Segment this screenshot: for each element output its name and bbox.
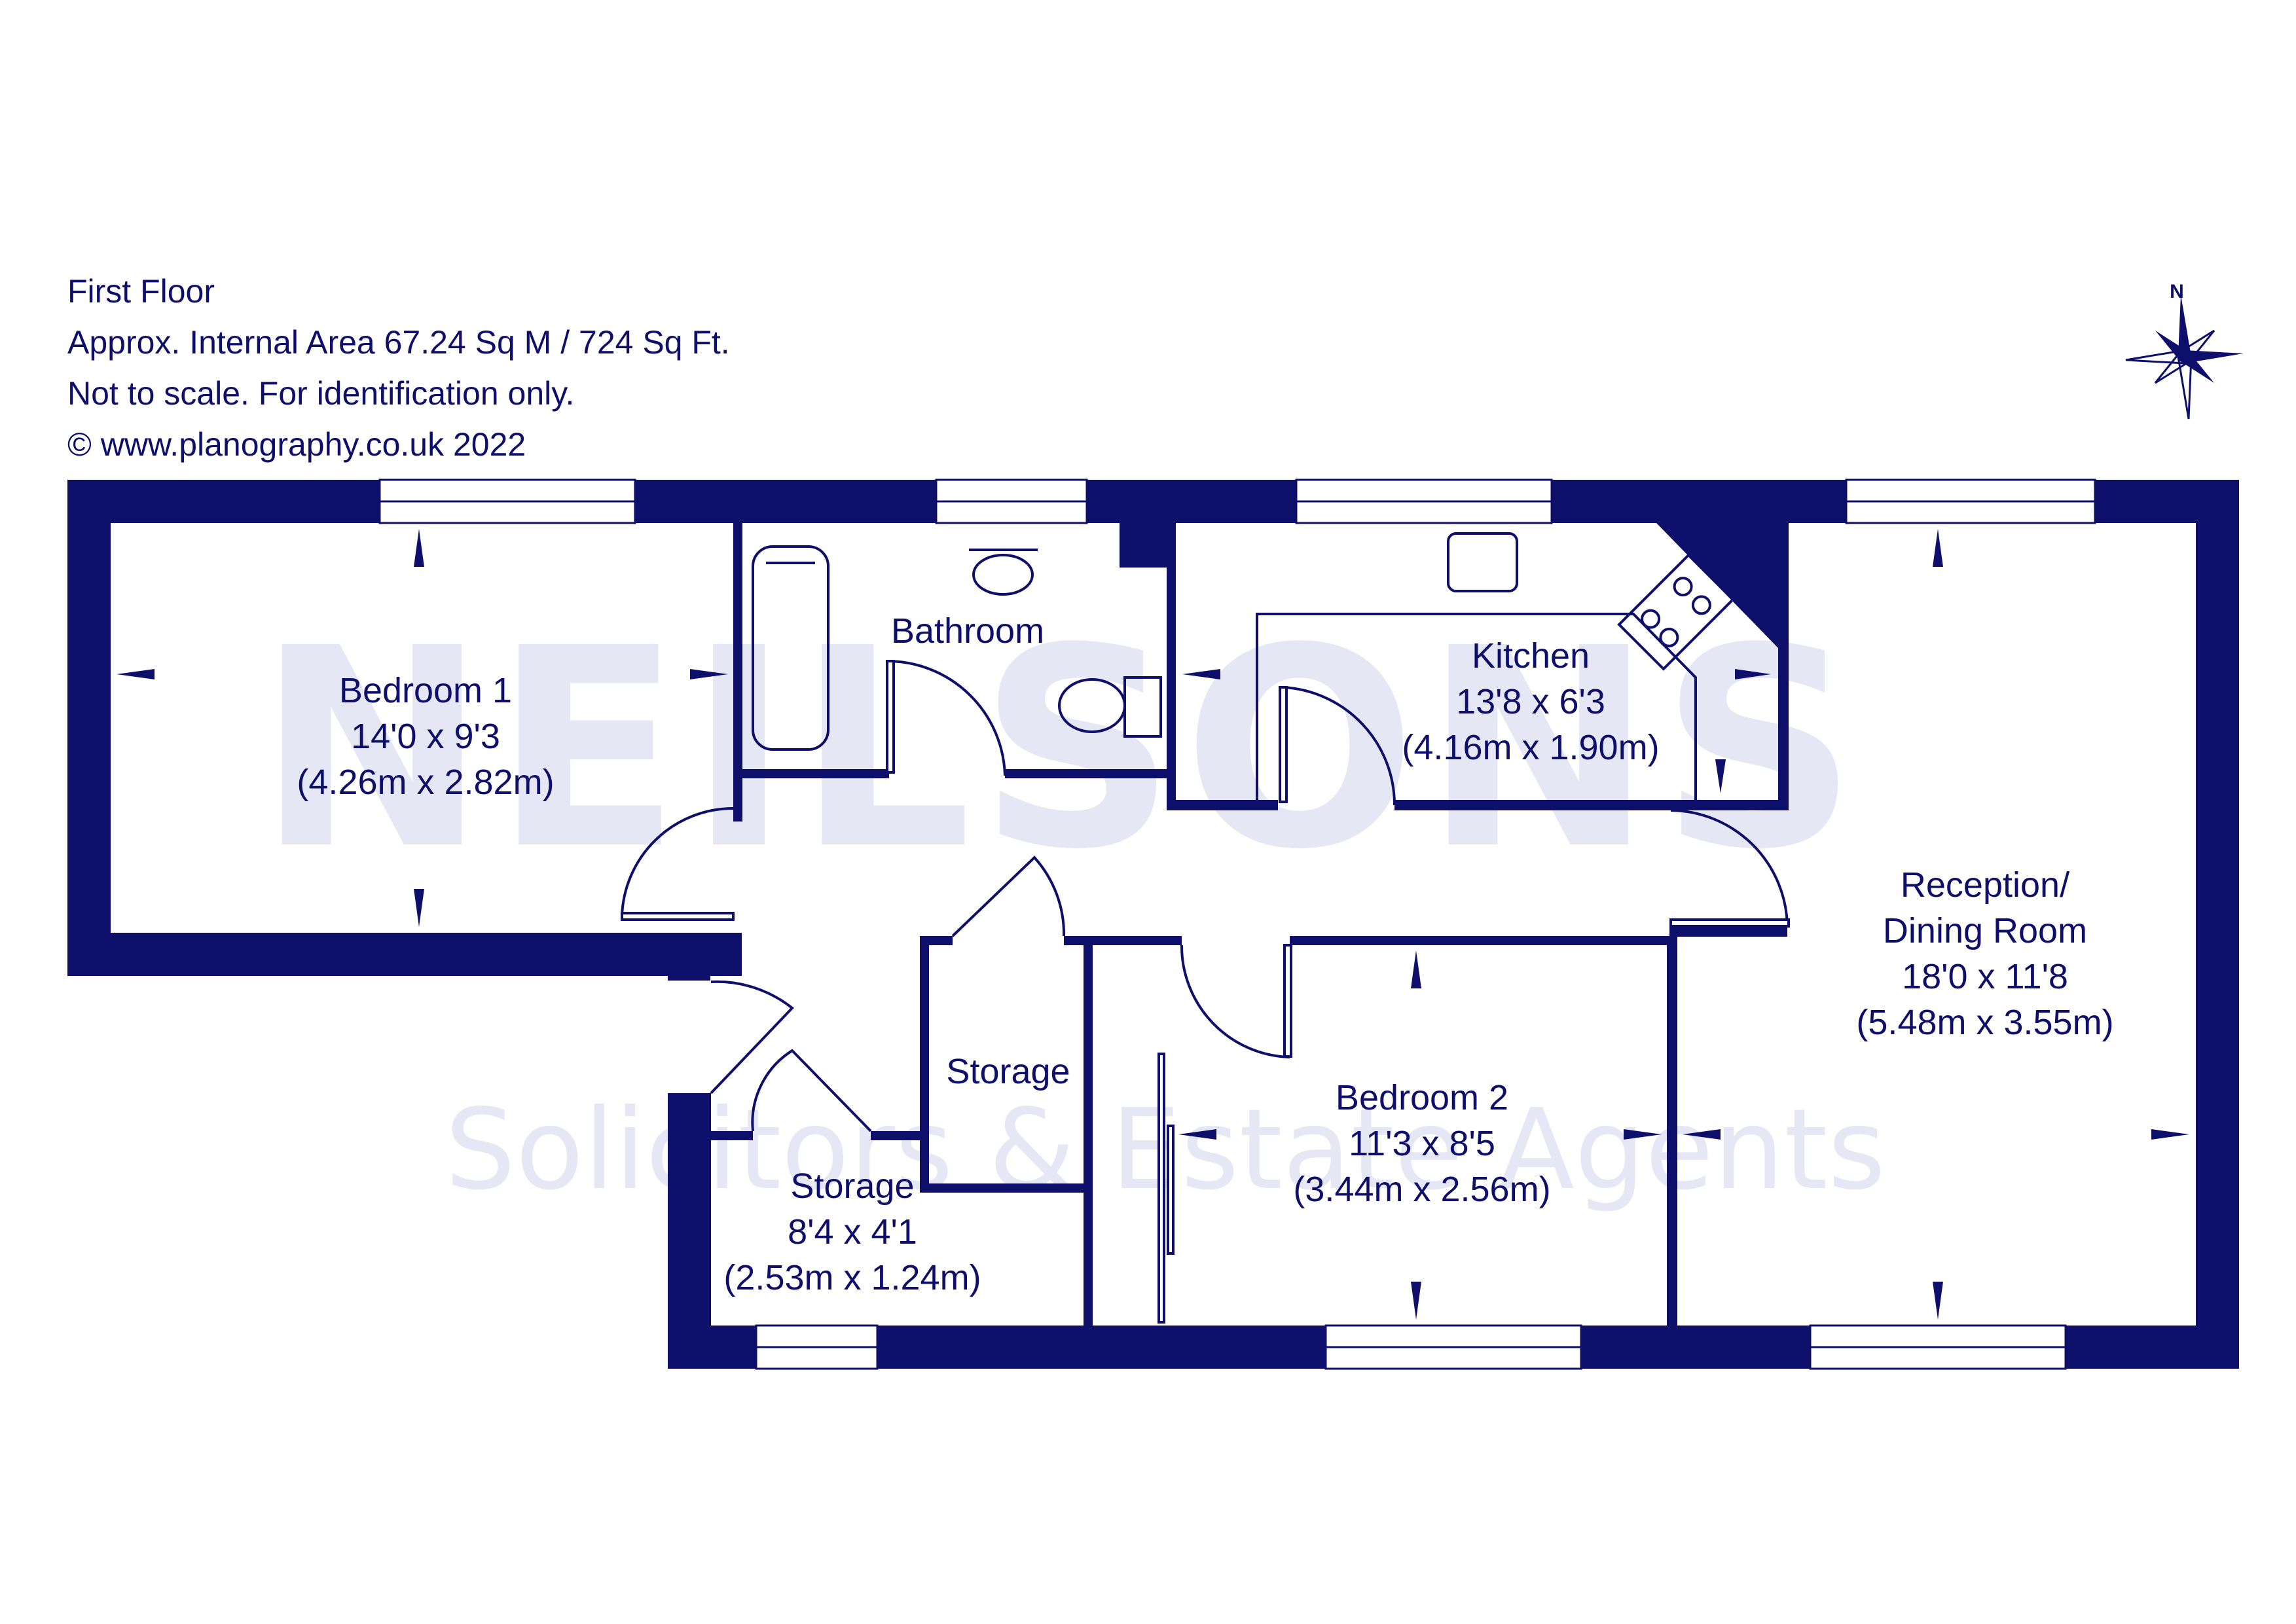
sink-icon: [972, 554, 1034, 596]
room-bedroom-2: Bedroom 2 11'3 x 8'5 (3.44m x 2.56m): [1293, 1078, 1550, 1209]
door-leaf: [886, 660, 895, 774]
fixtures: [752, 532, 1735, 800]
door-leaf: [1283, 944, 1292, 1058]
room-metric: (5.48m x 3.55m): [1856, 1003, 2113, 1042]
room-name: Kitchen: [1472, 636, 1590, 676]
room-kitchen: Kitchen 13'8 x 6'3 (4.16m x 1.90m): [1402, 636, 1659, 767]
room-name: Storage: [790, 1166, 914, 1206]
room-name: Bedroom 1: [339, 671, 512, 710]
room-metric: (4.26m x 2.82m): [297, 763, 554, 802]
disclaimer-label: Not to scale. For identification only.: [67, 375, 574, 412]
room-imperial: 11'3 x 8'5: [1349, 1124, 1495, 1163]
room-metric: (3.44m x 2.56m): [1293, 1170, 1550, 1209]
door-swing: [710, 980, 794, 1094]
floor-label: First Floor: [67, 273, 215, 310]
room-bedroom-1: Bedroom 1 14'0 x 9'3 (4.26m x 2.82m): [297, 671, 554, 802]
compass-rose-icon: N: [2125, 281, 2244, 420]
dimension-arrows: [117, 529, 2189, 1320]
door-swing: [1670, 809, 1789, 927]
room-imperial: 8'4 x 4'1: [788, 1212, 917, 1252]
door-swing: [621, 807, 734, 917]
room-metric: (2.53m x 1.24m): [723, 1258, 981, 1297]
kitchen-sink-icon: [1447, 532, 1518, 592]
room-imperial: 18'0 x 11'8: [1902, 957, 2068, 996]
door-leaf: [621, 912, 735, 921]
room-metric: (4.16m x 1.90m): [1402, 728, 1659, 767]
worktop: [1256, 613, 1697, 800]
wardrobe-door: [1167, 1125, 1175, 1255]
room-name: Bathroom: [891, 611, 1044, 651]
room-bathroom: Bathroom: [891, 611, 1044, 651]
room-name: Reception/: [1901, 865, 2069, 905]
door-swing: [1283, 686, 1396, 806]
copyright-label: © www.planography.co.uk 2022: [67, 426, 526, 463]
room-imperial: 14'0 x 9'3: [351, 717, 500, 756]
room-name: Bedroom 2: [1336, 1078, 1508, 1117]
hob-icon: [1617, 553, 1735, 671]
room-storage: Storage 8'4 x 4'1 (2.53m x 1.24m): [723, 1166, 981, 1297]
room-imperial: 13'8 x 6'3: [1456, 682, 1605, 721]
door-leaf: [1669, 918, 1790, 928]
room-storage-small: Storage: [946, 1052, 1070, 1091]
window-sills: [380, 500, 2095, 1348]
door-leaf: [1279, 686, 1288, 803]
plan-header: First Floor Approx. Internal Area 67.24 …: [67, 273, 730, 463]
room-name-line2: Dining Room: [1883, 911, 2087, 950]
doors: [621, 660, 1790, 1324]
door-swing: [751, 1049, 872, 1132]
north-label: N: [2170, 281, 2184, 302]
room-reception: Reception/ Dining Room 18'0 x 11'8 (5.48…: [1856, 865, 2113, 1042]
bathtub-icon: [752, 545, 829, 751]
wardrobe-door: [1157, 1053, 1165, 1324]
door-swing: [951, 856, 1066, 937]
door-swing: [886, 660, 1006, 776]
area-label: Approx. Internal Area 67.24 Sq M / 724 S…: [67, 324, 730, 361]
room-name: Storage: [946, 1052, 1070, 1091]
door-swing: [1180, 945, 1290, 1058]
watermark-logo-text: NEILSONS: [257, 590, 1865, 910]
